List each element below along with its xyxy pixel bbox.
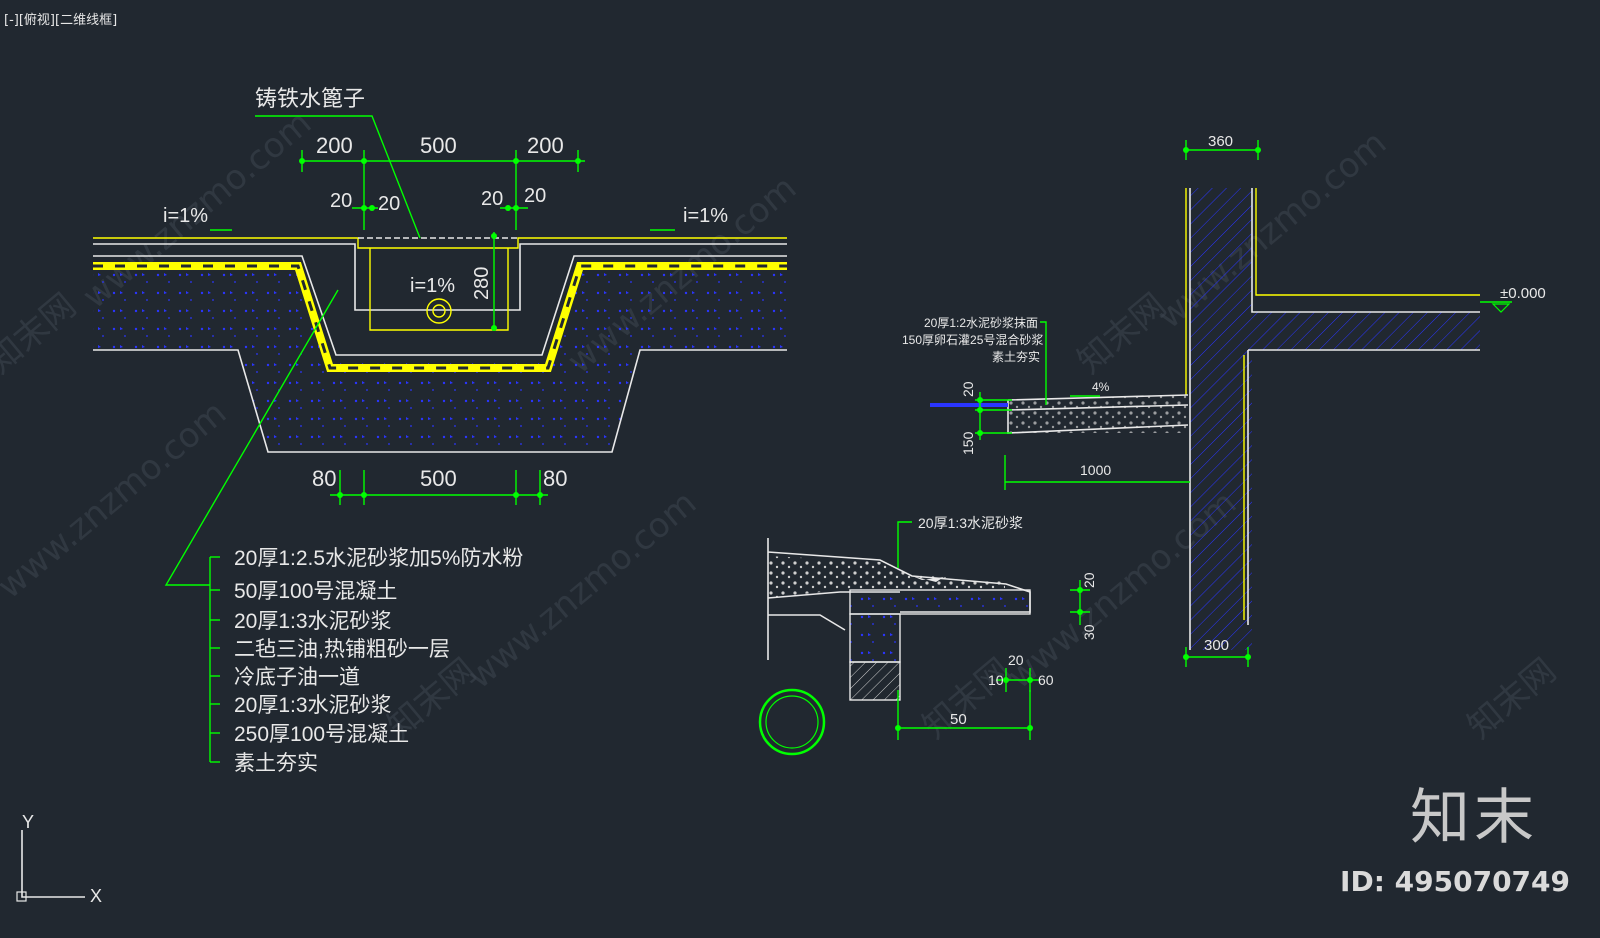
drain-pipe-icon <box>426 298 452 324</box>
grate-label: 铸铁水篦子 <box>255 86 365 111</box>
section-marker-icon <box>758 688 826 756</box>
dim-small: 20 <box>481 188 503 210</box>
apron-slope: 4% <box>1092 380 1110 394</box>
layer-label: 素土夯实 <box>234 752 318 775</box>
wall-apron-section[interactable]: 360 300 ±0.000 20厚1:2水泥砂浆抹面 150厚卵石灌25号混合… <box>902 133 1546 667</box>
layer-label: 冷底子油一道 <box>234 666 360 689</box>
dim-small: 20 <box>330 190 352 212</box>
elevation-label: ±0.000 <box>1500 285 1546 302</box>
excavation-outline <box>93 349 787 453</box>
eave-dim-60: 60 <box>1038 672 1054 688</box>
view-top[interactable]: [俯视] <box>18 13 55 28</box>
dim-small: 20 <box>524 185 546 207</box>
layer-label: 50厚100号混凝土 <box>234 580 397 603</box>
apron-width: 1000 <box>1080 462 1111 478</box>
layer-label: 250厚100号混凝土 <box>234 723 409 746</box>
dim-center: 500 <box>420 133 457 158</box>
watermark-cn: 知末网 <box>1460 651 1564 747</box>
visual-style[interactable]: [二维线框] <box>55 13 118 28</box>
eave-dim-v1: 20 <box>1081 572 1097 588</box>
wall-dim-bottom: 300 <box>1204 637 1229 654</box>
slope-channel: i=1% <box>410 275 455 297</box>
viewport-menu[interactable]: [-] <box>4 13 19 28</box>
watermark-site: www.znzmo.com <box>460 483 704 697</box>
depth-dim: 280 <box>471 267 493 300</box>
eave-note: 20厚1:3水泥砂浆 <box>918 515 1023 531</box>
ucs-y-label: Y <box>22 812 34 832</box>
apron-dim-v1: 20 <box>960 381 976 397</box>
layer-label: 二毡三油,热铺粗砂一层 <box>234 638 450 661</box>
slope-left: i=1% <box>163 205 208 227</box>
dim-right: 200 <box>527 133 564 158</box>
watermark-site: www.znzmo.com <box>0 393 234 607</box>
eave-dim-10: 10 <box>988 672 1004 688</box>
eave-dim-v2: 30 <box>1081 624 1097 640</box>
dim-bottom-right: 80 <box>543 466 567 491</box>
dim-left: 200 <box>316 133 353 158</box>
dim-bottom-center: 500 <box>420 466 457 491</box>
eave-detail[interactable]: 20厚1:3水泥砂浆 20 30 20 10 60 50 <box>758 515 1097 756</box>
apron-layer: 150厚卵石灌25号混合砂浆 <box>902 332 1043 347</box>
image-id: ID: 495070749 <box>1340 865 1570 898</box>
channel-section[interactable]: 铸铁水篦子 200 500 200 20 20 20 20 i=1% i=1% … <box>93 86 787 775</box>
viewport-controls[interactable]: [-][俯视][二维线框] <box>4 9 117 28</box>
ucs-x-label: X <box>90 886 102 906</box>
dim-small: 20 <box>378 193 400 215</box>
dim-bottom-left: 80 <box>312 466 336 491</box>
eave-dim-20: 20 <box>1008 652 1024 668</box>
layer-legend: 20厚1:2.5水泥砂浆加5%防水粉 50厚100号混凝土 20厚1:3水泥砂浆… <box>210 547 523 775</box>
ucs-icon: Y X <box>16 812 102 906</box>
wall-dim-top: 360 <box>1208 133 1233 150</box>
layer-label: 20厚1:2.5水泥砂浆加5%防水粉 <box>234 547 523 570</box>
slope-right: i=1% <box>683 205 728 227</box>
elevation-marker-icon <box>1491 303 1511 313</box>
eave-width: 50 <box>950 711 967 728</box>
watermark-cn: 知末网 <box>0 286 84 382</box>
brand-watermark: 知末 <box>1410 783 1538 853</box>
layer-label: 20厚1:3水泥砂浆 <box>234 694 392 717</box>
layer-label: 20厚1:3水泥砂浆 <box>234 610 392 633</box>
apron-layer: 20厚1:2水泥砂浆抹面 <box>924 315 1038 330</box>
apron-layer: 素土夯实 <box>992 349 1040 364</box>
apron-dim-v2: 150 <box>960 431 976 455</box>
